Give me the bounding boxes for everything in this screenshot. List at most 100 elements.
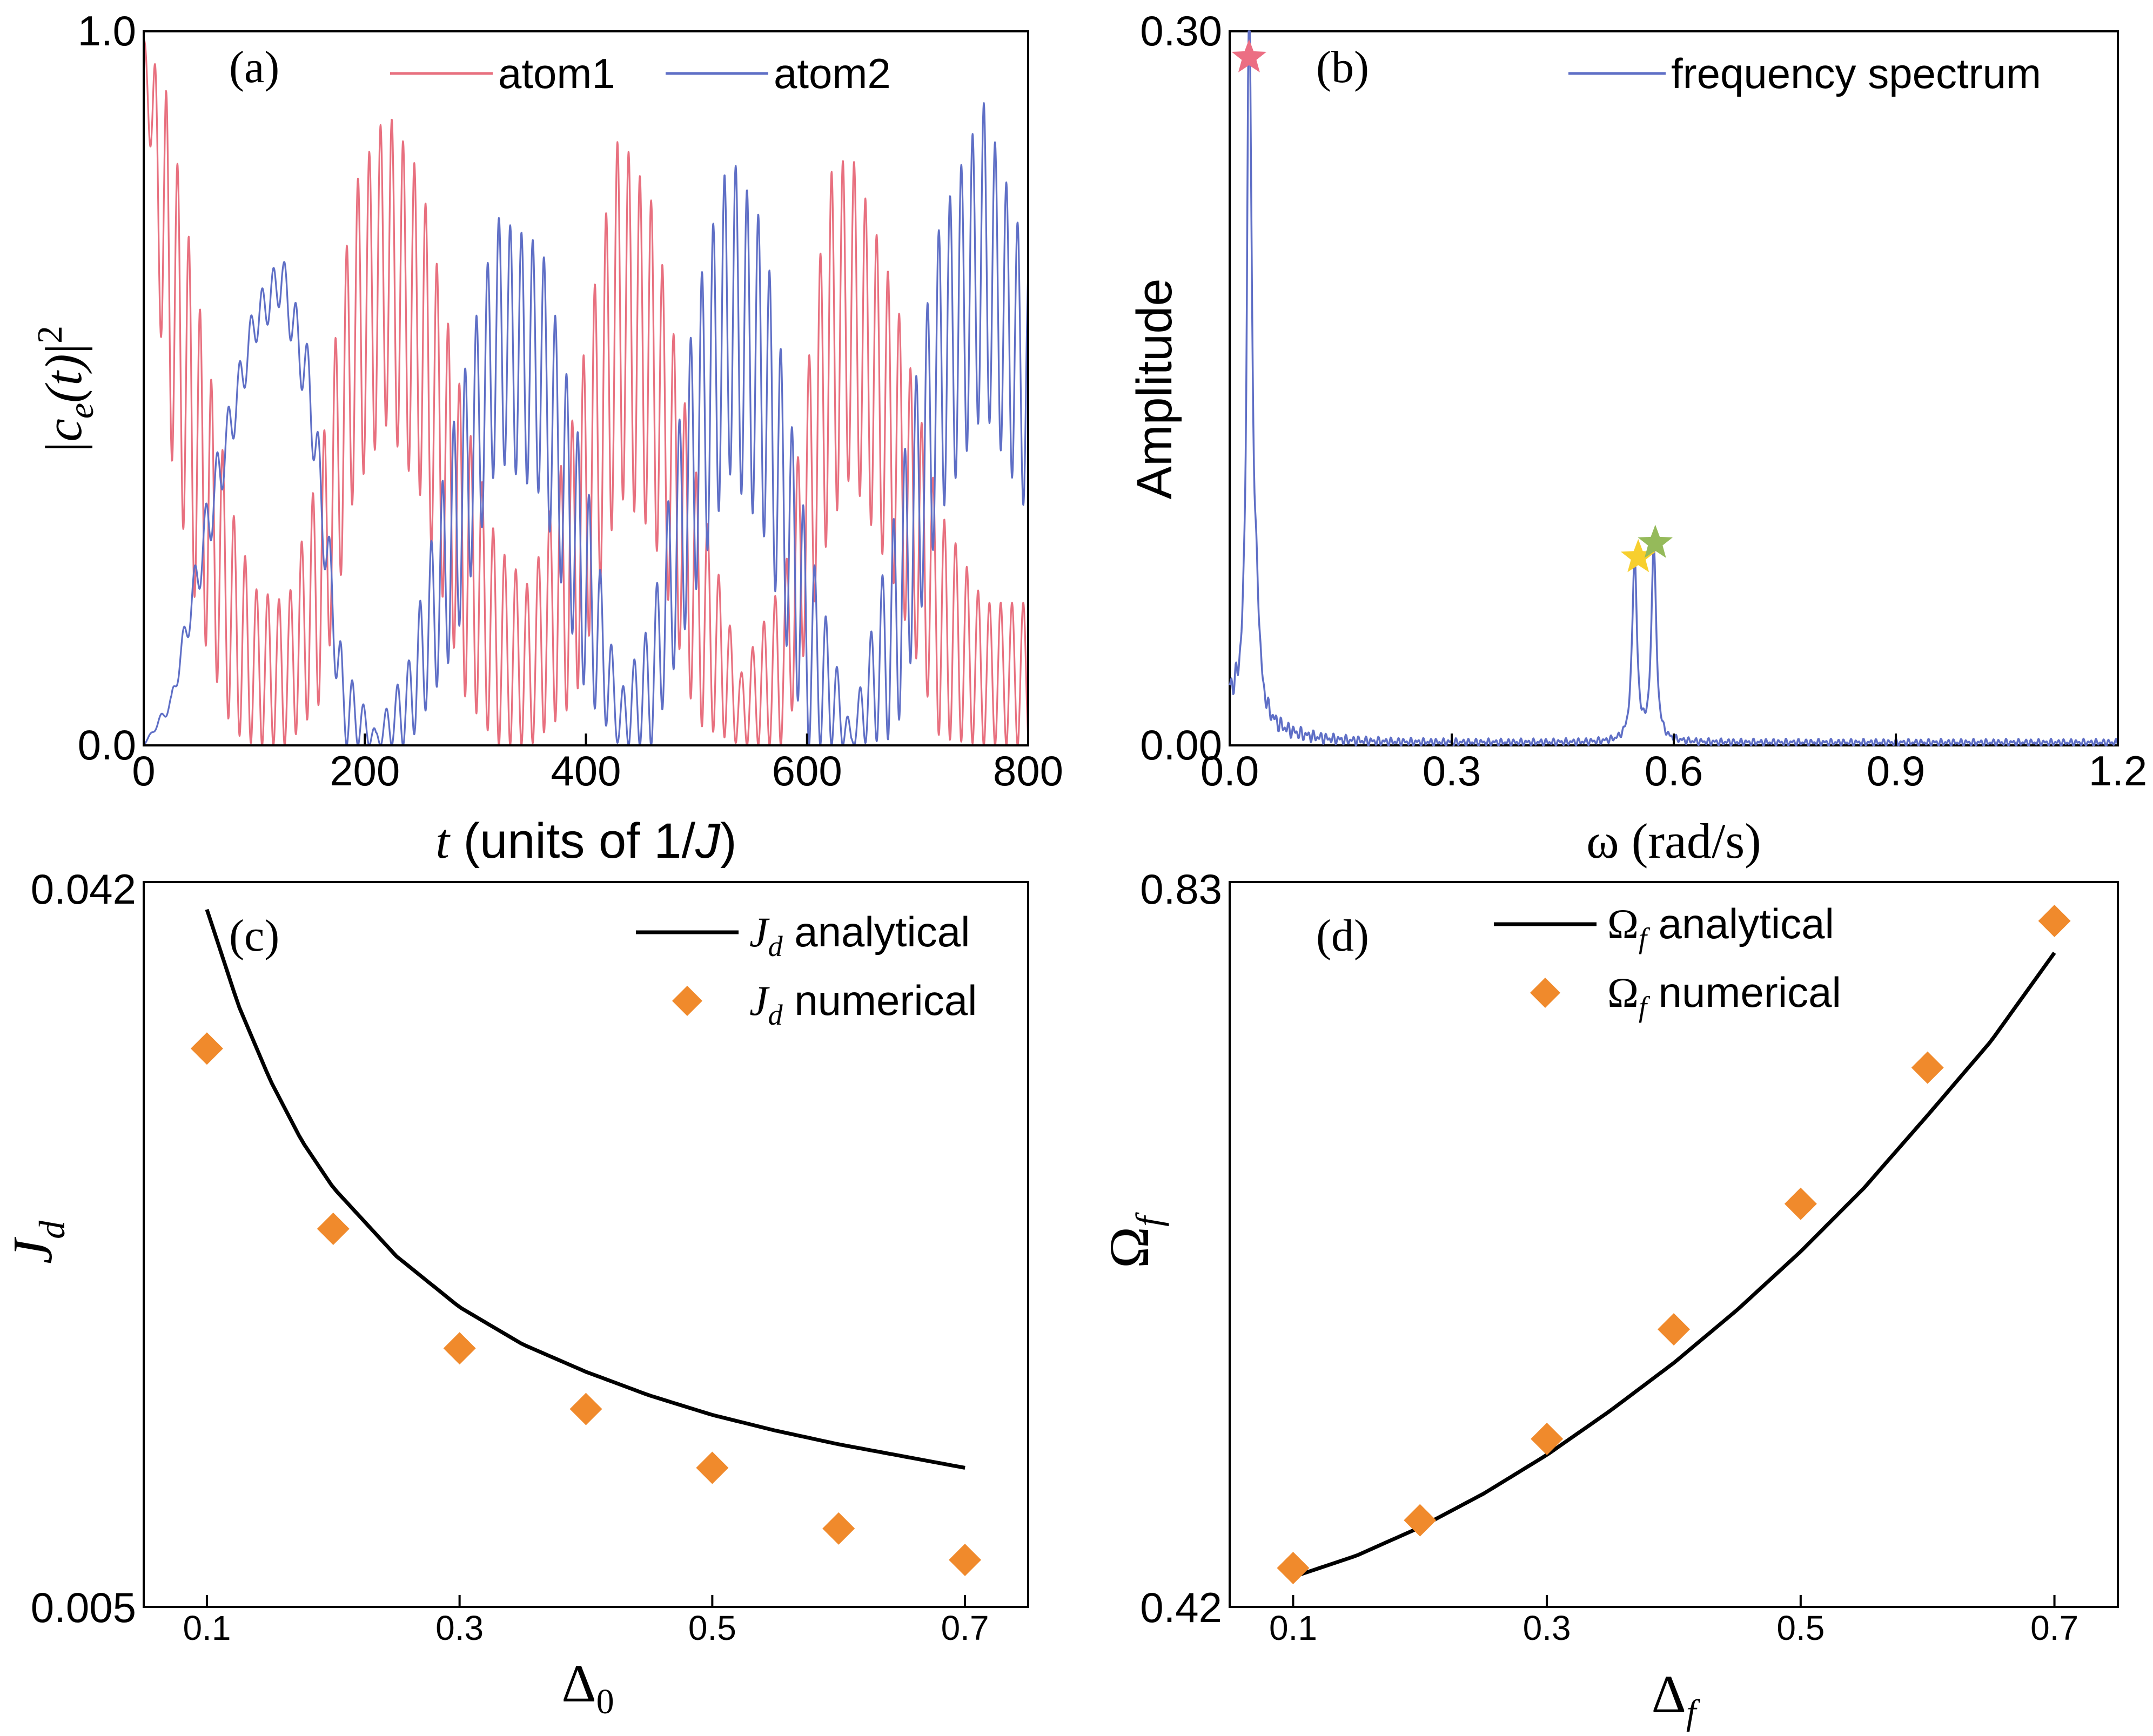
legend-symbol: Ω	[1607, 969, 1639, 1016]
numerical-point	[1658, 1313, 1690, 1346]
x-tick-label: 1.2	[2089, 747, 2147, 795]
panel-d-frame	[1229, 881, 2119, 1608]
y-tick-label: 0.42	[1140, 1584, 1222, 1631]
panel-c-frame	[143, 881, 1029, 1608]
legend: atom1 atom2	[390, 50, 891, 97]
y-axis-label-t: (t)	[35, 354, 92, 403]
peak-star-marker-1	[1231, 39, 1267, 72]
panel-c: 0.1 0.3 0.5 0.7 0.005 0.042 (c) Jd analyticalJd…	[2, 865, 1029, 1721]
legend-swatch-numerical	[1530, 978, 1560, 1008]
y-axis-label-bar1: |	[35, 442, 92, 452]
panel-b-frame	[1229, 30, 2119, 746]
y-tick-label: 0.0	[78, 721, 136, 769]
x-axis-label-sub: 0	[596, 1682, 614, 1721]
legend: Ωf analytical Ωf numerical	[1494, 900, 1841, 1023]
y-axis-label-c: c	[35, 419, 92, 442]
y-tick-label: 0.042	[31, 865, 136, 913]
x-tick-label: 200	[330, 747, 400, 795]
x-tick-label: 0.7	[941, 1609, 989, 1647]
y-tick-label: 1.0	[78, 7, 136, 55]
legend-symbol: Ω	[1607, 900, 1639, 947]
x-axis-label-sub: f	[1686, 1693, 1700, 1732]
legend-text: numerical	[783, 977, 977, 1024]
y-axis-label: Ωf	[1098, 1212, 1169, 1268]
peak-star-marker-3	[1638, 524, 1673, 558]
numerical-point	[1784, 1187, 1817, 1220]
y-tick-label: 0.005	[31, 1584, 136, 1631]
panel-label: (b)	[1316, 42, 1369, 92]
y-tick-label: 0.30	[1140, 7, 1222, 55]
numerical-point	[949, 1543, 982, 1576]
y-tick-label: 0.00	[1140, 721, 1222, 769]
numerical-point	[1911, 1051, 1944, 1084]
x-axis-label-j: J	[695, 813, 721, 869]
legend-symbol: J	[749, 977, 770, 1024]
x-tick-label: 0	[132, 747, 155, 795]
x-axis-label-end: )	[720, 813, 737, 869]
legend-label-numerical: Ωf numerical	[1607, 968, 1841, 1023]
numerical-point	[1277, 1551, 1310, 1584]
x-tick-label: 0.6	[1645, 747, 1703, 795]
y-axis-label-sub: d	[31, 1220, 72, 1239]
x-tick-label: 0.9	[1867, 747, 1925, 795]
series-frequency-spectrum-line	[1229, 30, 2119, 746]
panel-b: 0.0 0.3 0.6 0.9 1.2 0.00 0.30 (b) frequency spec…	[1127, 7, 2147, 869]
y-axis-label-sub: f	[1128, 1212, 1169, 1227]
x-tick-label: 0.3	[435, 1609, 484, 1647]
x-axis-label-delta: Δ	[1652, 1664, 1686, 1724]
legend-label-atom2: atom2	[774, 50, 891, 97]
x-axis-label: Δf	[1652, 1664, 1700, 1732]
numerical-point	[1404, 1504, 1437, 1537]
x-tick-label: 0.0	[1200, 747, 1259, 795]
x-tick-label: 0.1	[1269, 1609, 1317, 1647]
numerical-point	[1531, 1423, 1564, 1456]
x-tick-label: 0.5	[688, 1609, 736, 1647]
x-axis-label: t (units of 1/J)	[435, 813, 736, 869]
y-axis-label: Amplitude	[1127, 278, 1182, 499]
legend-text: analytical	[1647, 900, 1834, 947]
legend-symbol: J	[749, 909, 770, 956]
legend-text: numerical	[1647, 968, 1841, 1016]
series-analytical-line	[205, 909, 965, 1470]
x-tick-label: 0.3	[1423, 747, 1481, 795]
series-atom2-line	[143, 102, 1029, 746]
y-axis-label-sub: e	[62, 403, 101, 419]
legend-label-spectrum: frequency spectrum	[1671, 50, 2041, 97]
x-axis-label: Δ0	[561, 1653, 614, 1721]
x-tick-label: 400	[551, 747, 621, 795]
y-axis-label-bar2: |	[35, 344, 92, 354]
numerical-point	[443, 1332, 476, 1365]
legend-subscript: d	[768, 930, 783, 963]
numerical-point	[190, 1032, 223, 1065]
y-axis-label-sym: Ω	[1098, 1227, 1161, 1268]
numerical-point	[317, 1212, 350, 1245]
y-axis-label: Jd	[2, 1220, 72, 1264]
x-axis-label-t: t	[435, 813, 451, 869]
panel-label: (c)	[229, 911, 279, 961]
x-tick-label: 0.3	[1523, 1609, 1571, 1647]
peak-star-marker-2	[1620, 539, 1656, 573]
y-axis-label-sym: J	[2, 1236, 64, 1264]
x-tick-label: 0.5	[1776, 1609, 1825, 1647]
y-tick-label: 0.83	[1140, 865, 1222, 913]
x-tick-label: 800	[993, 747, 1063, 795]
legend-swatch-numerical	[672, 986, 702, 1016]
x-tick-label: 0.7	[2030, 1609, 2078, 1647]
legend: frequency spectrum	[1568, 50, 2041, 97]
y-axis-label-sup: 2	[30, 326, 70, 344]
legend-label-analytical: Ωf analytical	[1607, 900, 1834, 954]
x-tick-label: 0.1	[183, 1609, 231, 1647]
series-atom1-line	[143, 38, 1029, 746]
numerical-point	[2038, 905, 2071, 938]
x-tick-label: 600	[772, 747, 842, 795]
legend-label-atom1: atom1	[498, 50, 615, 97]
y-axis-label: |ce(t)|2	[30, 326, 101, 452]
series-analytical-line	[1292, 951, 2056, 1579]
x-axis-label-delta: Δ	[561, 1653, 596, 1713]
x-axis-label: ω (rad/s)	[1586, 813, 1761, 869]
numerical-point	[822, 1512, 855, 1545]
